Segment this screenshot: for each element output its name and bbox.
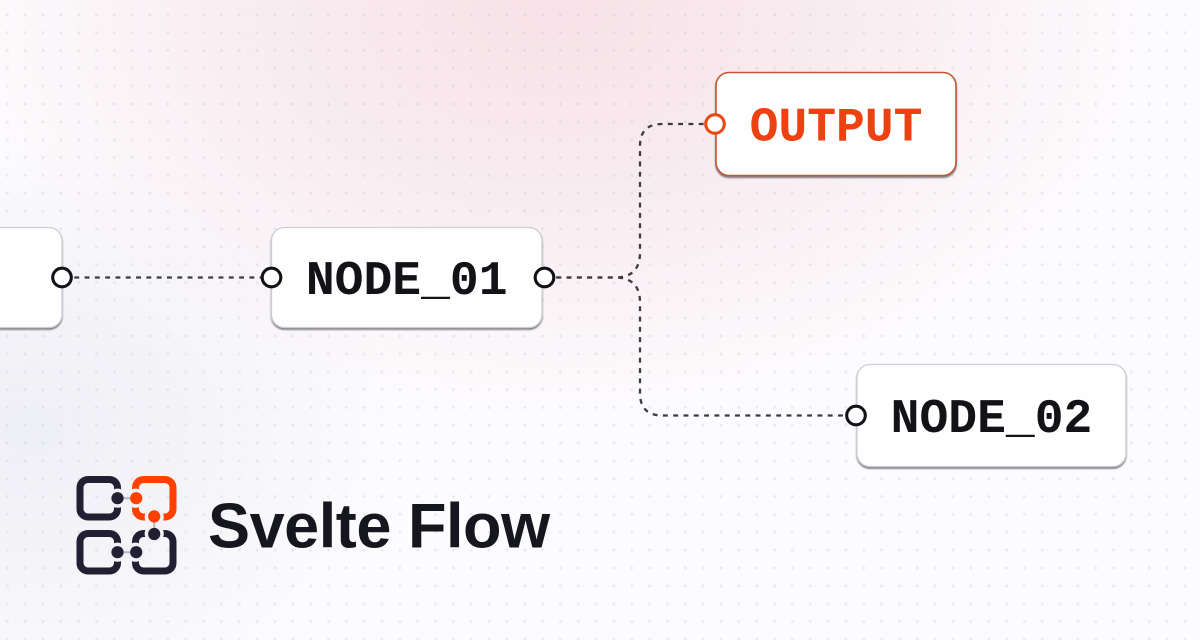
svg-text:OUTPUT: OUTPUT [750, 102, 923, 156]
svg-text:Svelte Flow: Svelte Flow [208, 492, 551, 562]
svg-text:NODE_02: NODE_02 [891, 393, 1093, 447]
svg-text:NODE_01: NODE_01 [306, 255, 508, 309]
